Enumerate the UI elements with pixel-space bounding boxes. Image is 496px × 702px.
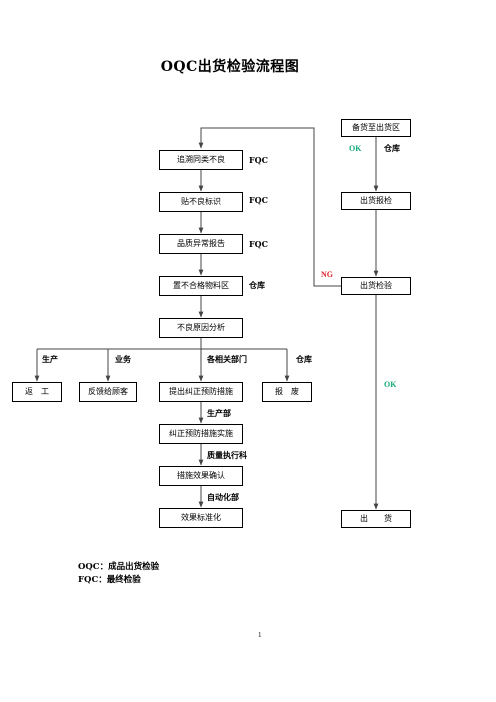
- node-confirm-effectiveness: 措施效果确认: [159, 466, 243, 486]
- label-ok-bottom: OK: [384, 380, 397, 389]
- legend-oqc: OQC：成品出货检验: [78, 562, 160, 572]
- label-ok-top: OK: [349, 144, 362, 153]
- label-automation-dept: 自动化部: [207, 493, 239, 502]
- node-place-nonconforming-area: 置不合格物料区: [159, 276, 243, 296]
- node-prepare-shipping-area: 备货至出货区: [341, 119, 411, 137]
- node-scrap: 报 废: [262, 382, 312, 402]
- label-warehouse-scrap: 仓库: [296, 355, 312, 364]
- node-shipment-inspection: 出货检验: [341, 277, 411, 295]
- label-production: 生产: [42, 355, 58, 364]
- label-fqc-tag: FQC: [249, 195, 269, 205]
- node-shipment-report-inspection: 出货报检: [341, 192, 411, 210]
- page-number: 1: [258, 631, 262, 639]
- label-sales: 业务: [115, 355, 131, 364]
- node-ship: 出 货: [341, 510, 411, 528]
- node-feedback-to-customer: 反馈给顾客: [79, 382, 137, 402]
- node-trace-same-defects: 追溯同类不良: [159, 150, 243, 170]
- node-propose-corrective-actions: 提出纠正预防措施: [159, 382, 243, 402]
- page-title: OQC出货检验流程图: [160, 59, 300, 75]
- node-rework: 返 工: [12, 382, 62, 402]
- label-fqc-trace: FQC: [249, 155, 269, 165]
- label-ng: NG: [321, 270, 333, 279]
- legend-fqc: FQC：最终检验: [78, 575, 141, 585]
- label-quality-section: 质量执行科: [207, 451, 247, 460]
- node-implement-corrective-actions: 纠正预防措施实施: [159, 424, 243, 444]
- label-fqc-report: FQC: [249, 239, 269, 249]
- edge-ng-loop: [198, 127, 341, 287]
- label-production-dept: 生产部: [207, 409, 231, 418]
- label-related-departments: 各相关部门: [207, 355, 247, 364]
- node-standardize-results: 效果标准化: [159, 508, 243, 528]
- label-warehouse-top: 仓库: [384, 144, 400, 153]
- node-quality-abnormal-report: 品质异常报告: [159, 234, 243, 254]
- node-defect-cause-analysis: 不良原因分析: [159, 318, 243, 338]
- node-attach-defect-tag: 贴不良标识: [159, 192, 243, 212]
- label-warehouse-place: 仓库: [249, 281, 265, 290]
